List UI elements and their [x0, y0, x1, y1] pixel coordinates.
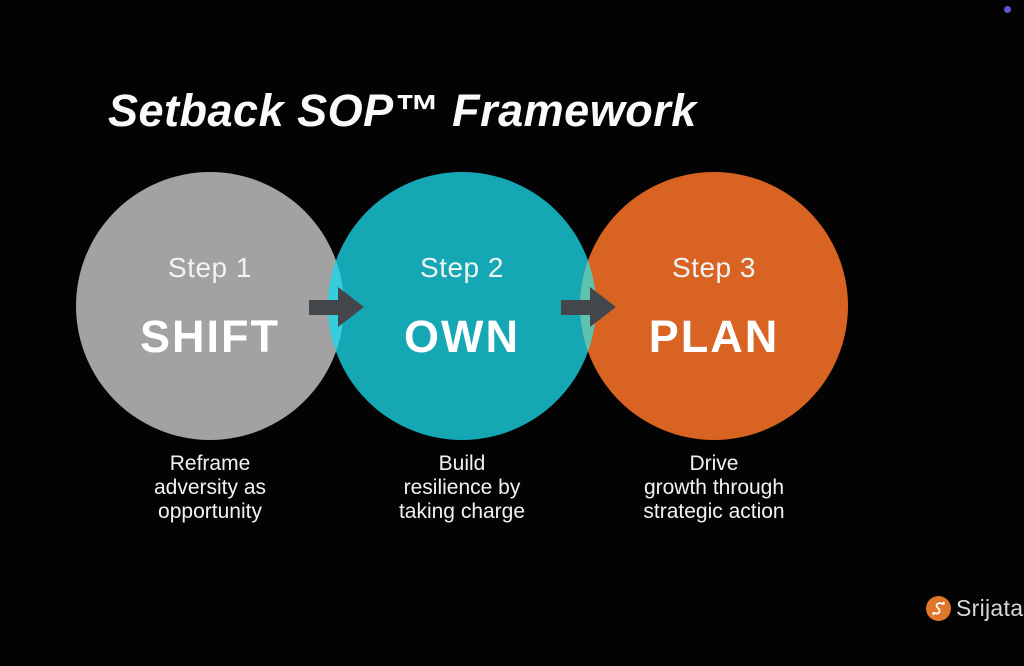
circle-step-3: [580, 172, 848, 440]
step-2-caption: Build resilience by taking charge: [328, 452, 596, 524]
caption-line: Reframe: [169, 452, 251, 475]
caption-line: growth through: [643, 476, 785, 499]
arrow-head-icon: [338, 287, 364, 327]
arrow-step1-to-step2: [309, 287, 364, 327]
circle-step-2: [328, 172, 596, 440]
status-dot: [1004, 6, 1011, 13]
step-3-word: PLAN: [648, 311, 780, 362]
page-title: Setback SOP™ Framework: [108, 85, 697, 136]
brand-logo: Srijata: [926, 595, 1023, 622]
step-2-label: Step 2: [420, 252, 504, 283]
step-1-label: Step 1: [168, 252, 252, 283]
caption-line: strategic action: [643, 500, 785, 523]
caption-line: adversity as: [153, 476, 267, 499]
arrow-head-icon: [590, 287, 616, 327]
caption-line: resilience by: [403, 476, 521, 499]
arrow-shaft: [561, 300, 590, 315]
caption-line: Build: [438, 452, 486, 475]
srijata-swirl-icon: [926, 596, 951, 621]
caption-line: opportunity: [158, 500, 262, 523]
brand-name: Srijata: [956, 595, 1024, 621]
arrow-shaft: [309, 300, 338, 315]
circle-step-1: [76, 172, 344, 440]
step-2-word: OWN: [404, 311, 520, 362]
arrow-step2-to-step3: [561, 287, 616, 327]
step-1-caption: Reframe adversity as opportunity: [76, 452, 344, 524]
caption-line: taking charge: [398, 500, 526, 523]
step-3-caption: Drive growth through strategic action: [580, 452, 848, 524]
step-1-word: SHIFT: [140, 311, 280, 362]
step-3-label: Step 3: [672, 252, 756, 283]
caption-line: Drive: [689, 452, 739, 475]
